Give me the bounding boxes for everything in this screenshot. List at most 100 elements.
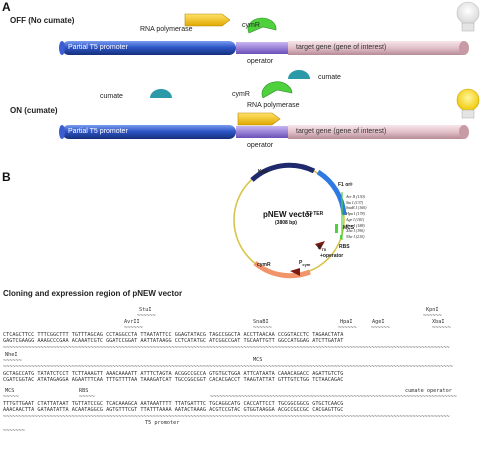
seq-row3-top: TTTGTTGAAT CTATTATAAT TGTTATCCGC TCACAAA… (3, 401, 344, 407)
cymr-segment (253, 261, 311, 279)
cloning-heading: Cloning and expression region of pNEW ve… (3, 289, 183, 298)
tilde-agei: ~~~~~~ (371, 325, 390, 331)
pcym-label-text: P (299, 260, 303, 266)
promoter-label-on: Partial T5 promoter (68, 128, 128, 135)
vector-size: (3808 bp) (275, 220, 297, 226)
site-xbai: Xba I (190) (346, 228, 365, 234)
site-stui: Stu I (137) (346, 199, 364, 205)
pcym-label-sub: cym (302, 262, 311, 267)
label-avrii: AvrII (124, 319, 140, 325)
cymr-label-off: cymR (242, 22, 260, 29)
cumate-free-label: cumate (100, 93, 123, 100)
pcym-arrow (290, 268, 300, 276)
tilde-cumate: ~~~~~~~~~~~~~~~~~~~~~~~~~~~~~~~~~~~~~~~~… (210, 394, 457, 400)
seq-row1-top: CTCAGCTTCC TTTCGGCTTT TGTTTAGCAG CCTAGGC… (3, 332, 344, 338)
operator-feature-label: +operator (320, 253, 344, 259)
target-bar-on (288, 125, 464, 139)
label-snabi: SnaBI (253, 319, 269, 325)
label-rbs: RBS (79, 388, 89, 394)
cumate-bound-shape (288, 70, 310, 79)
seq-row2-bottom: CGATCGGTAC ATATAGAGGA AGAATTTCAA TTTGTTT… (3, 377, 344, 383)
target-end-cap-off (459, 41, 469, 55)
operator-segment-on (236, 126, 290, 138)
kan-segment (250, 162, 316, 182)
operator-label-off: operator (247, 58, 274, 65)
label-cumate-operator: cumate operator (405, 388, 452, 394)
site-hpai: Hpa I (178) (346, 211, 365, 217)
seq-row1-bottom: GAGTCGAAGG AAAGCCCGAA ACAAATCGTC GGATCCG… (3, 338, 344, 344)
label-kpni: KpnI (426, 307, 439, 313)
lightbulb-on-icon (456, 88, 480, 119)
label-agei: AgeI (372, 319, 385, 325)
pt5-arrow (315, 241, 325, 250)
target-bar-off (288, 41, 464, 55)
label-mcs-2: MCS (5, 388, 15, 394)
label-hpai: HpaI (340, 319, 353, 325)
cymr-feature-label: cymR (257, 262, 271, 268)
seq-row2-top: GCTAGCCATG TATATCTCCT TCTTAAAGTT AAACAAA… (3, 371, 344, 377)
rbs-feature-label: RBS (339, 244, 350, 250)
tilde-xbai: ~~~~~~ (432, 325, 451, 331)
tilde-rbs: ~~~~~ (79, 394, 95, 400)
on-state-label: ON (cumate) (10, 106, 58, 115)
promoter-bar-on (62, 125, 236, 139)
site-kpni: Kpn I (188) (346, 222, 365, 228)
tilde-stui: ~~~~~~ (137, 313, 156, 319)
tilde-nhei: ~~~~~~ (3, 358, 22, 364)
off-state-label: OFF (No cumate) (10, 16, 75, 25)
f1-ori-label: F1 oriᶦ (338, 182, 353, 188)
label-xbai: XbaI (432, 319, 445, 325)
f1-ori-segment (316, 169, 347, 216)
site-agei: Age I (181) (346, 216, 365, 222)
tilde-mcs-line2: ~~~~~~~~~~~~~~~~~~~~~~~~~~~~~~~~~~~~~~~~… (3, 364, 453, 370)
label-t5-promoter: T5 promoter (145, 420, 180, 426)
restriction-site-list: Avr II (130) Stu I (137) SnaB I (160) Hp… (346, 194, 366, 240)
rna-polymerase-arrow-off (184, 13, 231, 27)
tilde-mcs-line1: ~~~~~~~~~~~~~~~~~~~~~~~~~~~~~~~~~~~~~~~~… (3, 345, 450, 351)
lightbulb-off-icon (456, 1, 480, 32)
t7-ter-label: T7 TER (306, 211, 324, 217)
rna-polymerase-label-off: RNA polymerase (140, 26, 193, 33)
on-construct (59, 125, 469, 139)
pcym-label: Pcym (299, 260, 310, 267)
target-label-off: target gene (gene of interest) (296, 44, 387, 51)
target-label-on: target gene (gene of interest) (296, 128, 387, 135)
panel-b-letter: B (2, 170, 11, 184)
promoter-bar-off (62, 41, 236, 55)
vector-name: pNEW vector (263, 210, 313, 219)
site-avrii: Avr II (130) (346, 194, 365, 199)
site-nhei: Nhe I (210) (346, 233, 365, 239)
rna-polymerase-label-on: RNA polymerase (247, 102, 300, 109)
panel-a-letter: A (2, 0, 11, 14)
promoter-label-off: Partial T5 promoter (68, 44, 128, 51)
cymr-repressor-off (247, 17, 277, 34)
pt5-label-text: P (318, 245, 322, 251)
pt5-label-sub: T5 (321, 247, 327, 252)
off-construct (59, 41, 469, 55)
rbs-marker (340, 235, 342, 239)
label-nhei: NheI (5, 352, 18, 358)
tilde-kpni: ~~~~~~ (423, 313, 442, 319)
cymr-label-on: cymR (232, 91, 250, 98)
operator-label-on: operator (247, 142, 274, 149)
seq-row3-bottom: AAACAACTTA GATAATATTA ACAATAGGCG AGTGTTT… (3, 407, 344, 413)
plasmid-map (233, 162, 347, 279)
mcs-feature-label: MCS (343, 225, 355, 231)
tilde-mcs-end: ~~~~~ (3, 394, 19, 400)
label-mcs-1: MCS (253, 357, 263, 363)
tilde-t5-line1: ~~~~~~~~~~~~~~~~~~~~~~~~~~~~~~~~~~~~~~~~… (3, 414, 450, 420)
pt5-label: PT5 (318, 245, 326, 252)
mcs-marker (335, 224, 338, 233)
operator-segment-off (236, 42, 290, 54)
tilde-snabi: ~~~~~~ (253, 325, 272, 331)
tilde-avrii: ~~~~~~ (124, 325, 143, 331)
cumate-free-shape (150, 89, 172, 98)
cymr-repressor-on (261, 81, 293, 99)
cumate-bound-label: cumate (318, 74, 341, 81)
label-stui: StuI (139, 307, 152, 313)
tilde-t5-line2: ~~~~~~~ (3, 428, 25, 434)
site-snabi: SnaB I (160) (346, 205, 367, 211)
kan-label: Kanʳ (258, 169, 269, 175)
rna-polymerase-arrow-on (237, 112, 281, 126)
